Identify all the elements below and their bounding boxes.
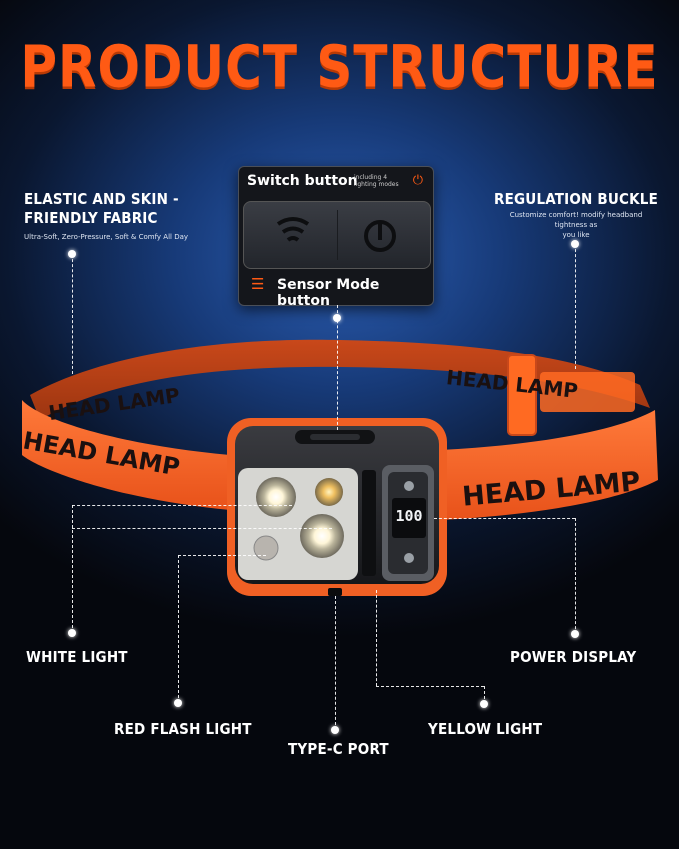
battery-display-value: 100 [395,507,423,525]
white-light-label: WHITE LIGHT [26,648,128,666]
connector-white-h1 [72,505,292,506]
switch-button-subtitle: including 4 lighting modes [354,174,414,188]
sensor-mode-label: Sensor Mode button [277,277,380,309]
dot-yellow [480,700,488,708]
dot-typec [331,726,339,734]
connector-yellow-h [376,686,484,687]
dot-white [68,629,76,637]
fabric-title-line1: ELASTIC AND SKIN - [24,190,179,208]
dot-power [571,630,579,638]
buckle-label: REGULATION BUCKLE [494,190,659,208]
dot-buckle [571,240,579,248]
connector-switch [337,305,338,430]
page-title: PRODUCT STRUCTURE [20,33,659,101]
button-closeup [243,201,431,269]
connector-buckle [575,244,576,369]
fabric-subtitle: Ultra-Soft, Zero-Pressure, Soft & Comfy … [24,233,189,241]
type-c-label: TYPE-C PORT [288,740,389,758]
connector-white-h2 [72,528,332,529]
dot-red [174,699,182,707]
fabric-title-line2: FRIENDLY FABRIC [24,209,158,227]
red-flash-label: RED FLASH LIGHT [114,720,252,738]
buckle-subtitle-line1: Customize comfort! modify headband tight… [509,211,643,229]
connector-power-h [434,518,575,519]
connector-fabric [72,254,73,374]
connector-white-v [72,505,73,633]
buckle-subtitle: Customize comfort! modify headband tight… [494,210,658,240]
connector-red-h [178,555,266,556]
switch-button-subtitle-line1: including 4 [354,174,388,181]
connector-red-v [178,555,179,703]
connector-yellow-v2 [484,686,485,704]
switch-button-title: Switch button [247,173,358,189]
switch-button-subtitle-line2: lighting modes [354,181,399,188]
fabric-label: ELASTIC AND SKIN - FRIENDLY FABRIC [24,190,179,228]
connector-typec [335,596,336,730]
buckle-subtitle-line2: you like [562,231,590,239]
power-icon: ⏻ [412,173,423,188]
wifi-icon: ☰ [251,275,265,293]
sensor-wave-icon [276,217,310,242]
dot-switch [333,314,341,322]
connector-power-v [575,518,576,634]
switch-button-callout: Switch button including 4 lighting modes… [238,166,434,309]
power-display-label: POWER DISPLAY [510,648,637,666]
touch-power-icon [364,220,396,252]
dot-fabric [68,250,76,258]
yellow-light-label: YELLOW LIGHT [428,720,543,738]
connector-yellow-v1 [376,590,377,686]
